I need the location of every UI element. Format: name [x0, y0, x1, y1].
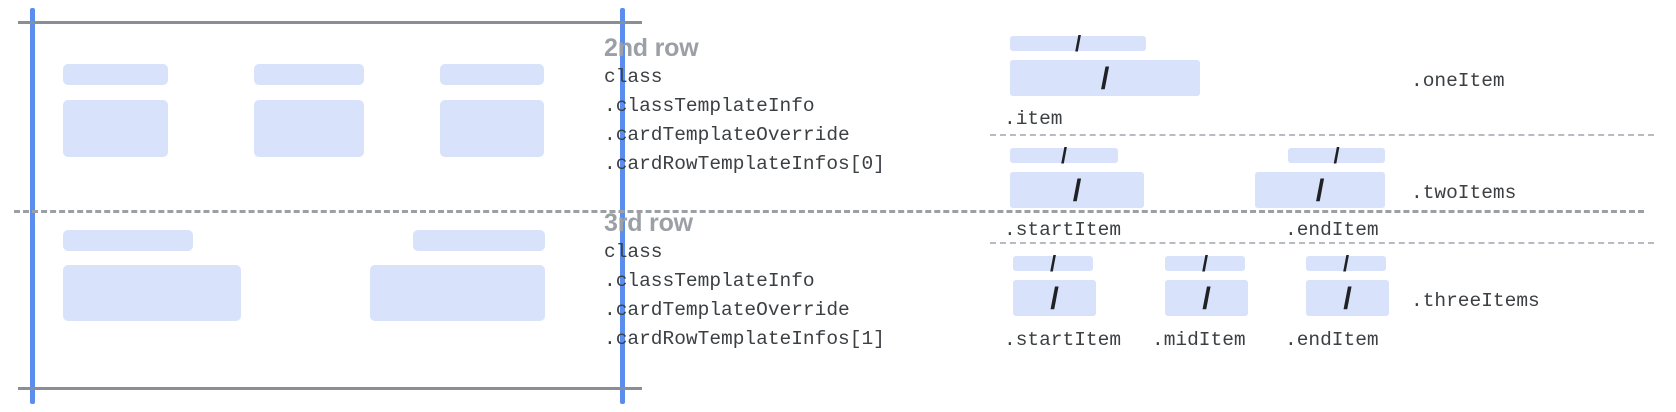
preview-body-block	[440, 100, 544, 157]
item-body-block: /	[1165, 280, 1248, 316]
item-body-block: /	[1255, 172, 1385, 208]
slash-glyph: /	[1202, 280, 1211, 316]
item-header-block: /	[1010, 32, 1146, 54]
code-path-line: .classTemplateInfo	[604, 95, 815, 117]
code-path-line: .cardRowTemplateInfos[0]	[604, 153, 885, 175]
item-header-block: /	[1165, 252, 1245, 274]
code-path-line: class	[604, 66, 663, 88]
item-body-block: /	[1306, 280, 1389, 316]
layout-group-label: .oneItem	[1411, 70, 1505, 92]
slash-glyph: /	[1072, 172, 1082, 208]
preview-body-block	[63, 265, 241, 321]
row-descriptor-3: 3rd row class .classTemplateInfo .cardTe…	[604, 208, 885, 354]
guide-line-left	[30, 8, 35, 404]
slash-glyph: /	[1074, 30, 1082, 56]
item-caption: .midItem	[1152, 329, 1246, 351]
layout-group-label: .threeItems	[1411, 290, 1540, 312]
preview-header-block	[254, 64, 364, 85]
preview-body-block	[370, 265, 545, 321]
slash-glyph: /	[1315, 172, 1325, 208]
item-body-block: /	[1013, 280, 1096, 316]
preview-header-block	[63, 64, 168, 85]
slash-glyph: /	[1100, 60, 1110, 96]
item-caption: .endItem	[1285, 329, 1379, 351]
item-caption: .startItem	[1004, 219, 1122, 241]
item-header-block: /	[1288, 144, 1385, 166]
code-path-line: .cardTemplateOverride	[604, 299, 850, 321]
item-caption: .endItem	[1285, 219, 1379, 241]
specimen-separator-dotted	[990, 242, 1654, 244]
row-descriptor-2: 2nd row class .classTemplateInfo .cardTe…	[604, 33, 885, 179]
rule-bottom	[18, 387, 642, 390]
layout-group-label: .twoItems	[1411, 182, 1517, 204]
code-path-line: .cardRowTemplateInfos[1]	[604, 328, 885, 350]
guide-line-right	[620, 8, 625, 404]
row-separator-dashed	[14, 210, 1644, 213]
item-header-block: /	[1306, 252, 1386, 274]
preview-header-block	[63, 230, 193, 251]
item-body-block: /	[1010, 172, 1144, 208]
item-caption: .item	[1004, 108, 1063, 130]
item-body-block: /	[1010, 60, 1200, 96]
specimen-separator-dotted	[990, 134, 1654, 136]
slash-glyph: /	[1050, 280, 1059, 316]
slash-glyph: /	[1201, 250, 1209, 276]
slash-glyph: /	[1343, 280, 1352, 316]
preview-body-block	[63, 100, 168, 157]
slash-glyph: /	[1333, 142, 1340, 168]
item-header-block: /	[1010, 144, 1118, 166]
slash-glyph: /	[1342, 250, 1350, 276]
slash-glyph: /	[1049, 250, 1057, 276]
slash-glyph: /	[1060, 142, 1068, 168]
preview-header-block	[413, 230, 545, 251]
item-caption: .startItem	[1004, 329, 1122, 351]
code-path-line: .cardTemplateOverride	[604, 124, 850, 146]
code-path-line: class	[604, 241, 663, 263]
item-header-block: /	[1013, 252, 1093, 274]
code-path-line: .classTemplateInfo	[604, 270, 815, 292]
preview-header-block	[440, 64, 544, 85]
row-title: 3rd row	[604, 209, 693, 237]
row-title: 2nd row	[604, 34, 699, 62]
rule-top	[18, 21, 642, 24]
preview-body-block	[254, 100, 364, 157]
